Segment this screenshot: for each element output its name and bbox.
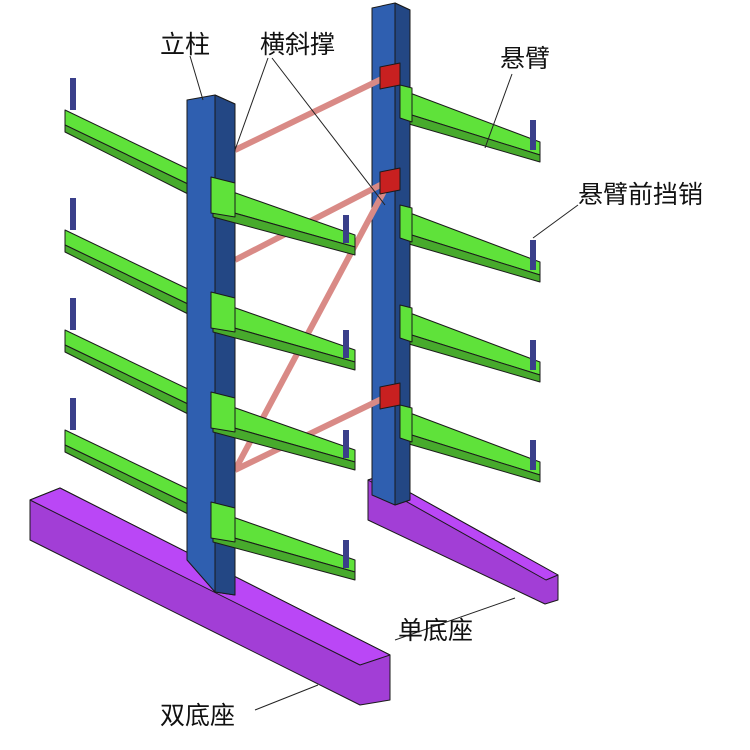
- cantilever-arm: [64, 329, 191, 406]
- arm-bracket: [210, 501, 236, 543]
- leader-line: [234, 57, 269, 151]
- brace-connector: [379, 167, 401, 195]
- cantilever-arm: [64, 229, 191, 306]
- arm-bracket: [210, 291, 236, 333]
- leader-line: [254, 684, 319, 711]
- cantilever-arm-side: [64, 344, 191, 416]
- brace-connector: [379, 62, 401, 90]
- leader-line: [394, 597, 516, 641]
- arm-bracket: [210, 176, 236, 218]
- cross-brace: [233, 392, 392, 473]
- arm-bracket: [399, 84, 413, 123]
- arm-bracket: [399, 204, 413, 243]
- cantilever-arm-side: [64, 244, 191, 316]
- cantilever-arm-side: [64, 124, 191, 196]
- label-arm-stop-pin: 悬臂前挡销: [578, 180, 704, 209]
- leader-line: [271, 57, 386, 206]
- label-single-base: 单底座: [398, 616, 474, 645]
- arm-bracket: [399, 404, 413, 443]
- arm-bracket: [399, 304, 413, 343]
- cantilever-arm: [64, 429, 191, 506]
- column-right-side: [394, 2, 411, 506]
- label-cantilever-arm: 悬臂: [500, 44, 551, 73]
- arm-bracket: [210, 391, 236, 433]
- brace-connector: [379, 382, 401, 410]
- leader-line: [484, 73, 513, 149]
- leader-line: [532, 204, 579, 239]
- label-cross-brace: 横斜撑: [260, 30, 336, 59]
- label-double-base: 双底座: [160, 701, 236, 730]
- leader-line: [189, 55, 204, 101]
- cross-brace: [233, 72, 392, 153]
- label-column: 立柱: [160, 30, 211, 59]
- cantilever-arm: [64, 109, 191, 186]
